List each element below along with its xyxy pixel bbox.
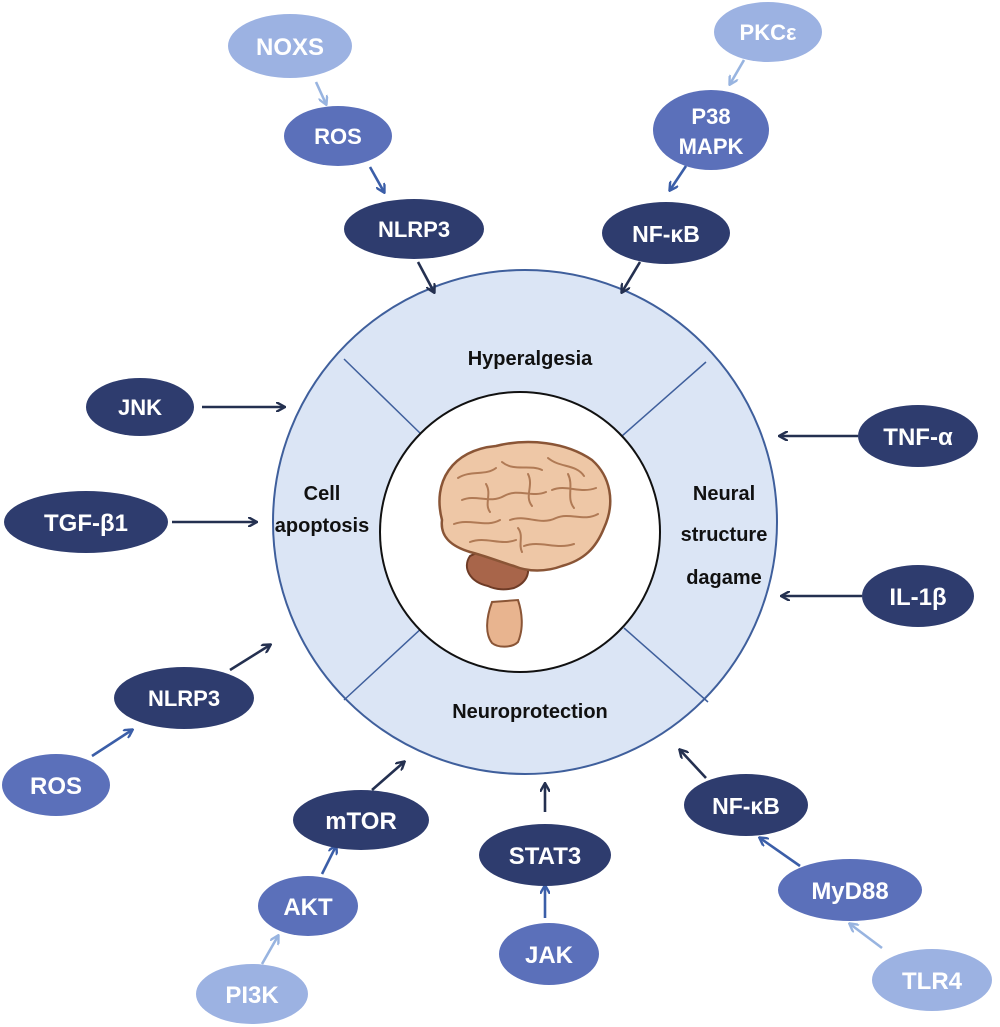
- quadrant-right-label-line2: structure: [681, 524, 768, 546]
- svg-text:MAPK: MAPK: [679, 134, 744, 159]
- arrow-ros-nlrp3: [368, 166, 384, 192]
- arrows: [91, 59, 883, 965]
- node-ros-bottom: ROS: [2, 754, 110, 816]
- quadrant-left-label-line2: apoptosis: [275, 515, 369, 537]
- divider-bottom-right: [623, 627, 709, 703]
- node-nfkb-bottom: NF-κB: [684, 774, 808, 836]
- node-nlrp3-top: NLRP3: [344, 199, 484, 259]
- node-tgf-b1: TGF-β1: [4, 491, 168, 553]
- svg-text:TNF-α: TNF-α: [883, 424, 953, 451]
- node-noxs: NOXS: [228, 14, 352, 78]
- arrow-nlrp3-ring: [416, 261, 434, 292]
- svg-text:TLR4: TLR4: [902, 968, 963, 995]
- divider-bottom-left: [343, 625, 425, 701]
- quadrant-right-label-line1: Neural: [693, 483, 755, 505]
- arrow-noxs-ros: [314, 81, 326, 104]
- arrow-pi3k-akt: [260, 936, 278, 965]
- svg-text:JAK: JAK: [525, 942, 574, 969]
- node-tnf-a: TNF-α: [858, 405, 978, 467]
- brain-icon: [438, 440, 612, 648]
- arrow-tlr4-myd88: [850, 924, 883, 950]
- node-pi3k: PI3K: [196, 964, 308, 1024]
- arrow-nlrp3-ring-bottom: [229, 645, 270, 672]
- svg-text:PI3K: PI3K: [225, 982, 279, 1009]
- svg-text:NLRP3: NLRP3: [148, 686, 220, 711]
- quadrant-bottom-label: Neuroprotection: [452, 701, 608, 723]
- svg-text:ROS: ROS: [30, 773, 82, 800]
- svg-text:TGF-β1: TGF-β1: [44, 510, 128, 537]
- divider-top-left: [343, 358, 423, 436]
- node-nfkb-top: NF-κB: [602, 202, 730, 264]
- node-nlrp3-bottom: NLRP3: [114, 667, 254, 729]
- node-jnk: JNK: [86, 378, 194, 436]
- svg-text:NF-κB: NF-κB: [632, 221, 700, 247]
- node-mtor: mTOR: [293, 790, 429, 850]
- arrow-pkce-p38: [730, 59, 746, 84]
- quadrant-left-label-line1: Cell: [304, 483, 341, 505]
- arrow-akt-mtor: [320, 846, 336, 875]
- svg-text:JNK: JNK: [118, 395, 162, 420]
- arrow-nfkb-ring-bottom: [680, 750, 707, 779]
- svg-text:P38: P38: [691, 104, 730, 129]
- svg-text:NOXS: NOXS: [256, 34, 324, 61]
- svg-text:STAT3: STAT3: [509, 843, 581, 870]
- svg-text:PKCε: PKCε: [740, 20, 797, 45]
- svg-text:NLRP3: NLRP3: [378, 217, 450, 242]
- quadrant-top-label: Hyperalgesia: [468, 348, 593, 370]
- svg-text:NF-κB: NF-κB: [712, 793, 780, 819]
- node-akt: AKT: [258, 876, 358, 936]
- svg-text:ROS: ROS: [314, 124, 362, 149]
- node-jak: JAK: [499, 923, 599, 985]
- svg-text:IL-1β: IL-1β: [889, 584, 946, 611]
- arrow-mtor-ring: [371, 762, 404, 791]
- divider-top-right: [621, 361, 707, 437]
- svg-text:AKT: AKT: [283, 894, 333, 921]
- node-pkce: PKCε: [714, 2, 822, 62]
- arrow-nfkb-ring: [622, 261, 642, 292]
- arrow-p38-nfkb: [670, 165, 688, 190]
- node-stat3: STAT3: [479, 824, 611, 886]
- node-p38-mapk: P38 MAPK: [653, 90, 769, 170]
- node-myd88: MyD88: [778, 859, 922, 921]
- svg-text:MyD88: MyD88: [811, 878, 888, 905]
- quadrant-right-label-line3: dagame: [686, 567, 762, 589]
- node-tlr4: TLR4: [872, 949, 992, 1011]
- node-ros-top: ROS: [284, 106, 392, 166]
- arrow-ros-nlrp3-bottom: [91, 730, 132, 758]
- arrow-myd88-nfkb: [760, 838, 801, 868]
- svg-text:mTOR: mTOR: [325, 808, 397, 835]
- node-il-1b: IL-1β: [862, 565, 974, 627]
